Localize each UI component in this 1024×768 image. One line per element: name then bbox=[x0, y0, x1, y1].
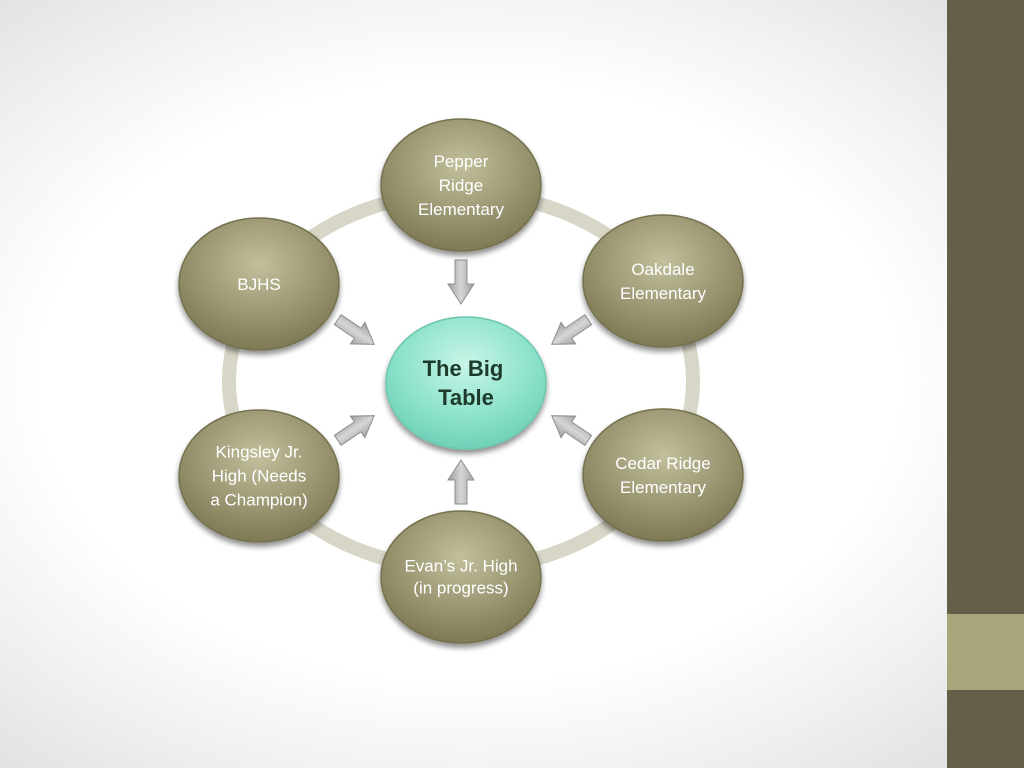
node-shape bbox=[380, 510, 542, 644]
arrow-kingsley bbox=[333, 415, 375, 446]
center-label-line: Table bbox=[438, 385, 494, 410]
center-node-the-big-table: The Big Table bbox=[385, 316, 547, 450]
arrow-oakdale bbox=[551, 314, 593, 345]
svg-text:BJHS: BJHS bbox=[237, 275, 280, 294]
node-shape bbox=[582, 408, 744, 542]
node-label-line: BJHS bbox=[237, 275, 280, 294]
node-label-line: Elementary bbox=[620, 284, 706, 303]
node-label-line: Oakdale bbox=[631, 260, 694, 279]
node-label-line: (in progress) bbox=[413, 578, 508, 597]
node-shape bbox=[178, 409, 340, 543]
node-label-line: Pepper bbox=[434, 152, 489, 171]
node-label-line: Ridge bbox=[439, 176, 483, 195]
arrow-cedar-ridge bbox=[551, 415, 593, 446]
node-shape bbox=[178, 217, 340, 351]
node-evans: Evan’s Jr. High (in progress) bbox=[380, 510, 542, 644]
node-kingsley: Kingsley Jr. High (Needs a Champion) bbox=[178, 409, 340, 543]
arrow-bjhs bbox=[333, 314, 375, 345]
center-label-line: The Big bbox=[423, 356, 504, 381]
node-label-line: Kingsley Jr. bbox=[216, 443, 303, 462]
node-label-line: Elementary bbox=[418, 200, 504, 219]
node-label-line: Evan’s Jr. High bbox=[404, 556, 517, 575]
arrow-pepper-ridge bbox=[447, 259, 475, 305]
node-shape bbox=[582, 214, 744, 348]
side-accent bbox=[947, 614, 1024, 690]
node-label-line: Elementary bbox=[620, 478, 706, 497]
node-label-line: High (Needs bbox=[212, 467, 307, 486]
node-label-line: Cedar Ridge bbox=[615, 454, 710, 473]
svg-text:The Big Table: The Big Table bbox=[423, 356, 510, 410]
arrow-evans bbox=[447, 459, 475, 505]
node-shape bbox=[380, 118, 542, 252]
svg-text:Evan’s Jr. High(in progress): Evan’s Jr. High (in progress) bbox=[404, 556, 517, 597]
node-label-line: a Champion) bbox=[210, 491, 307, 510]
node-bjhs: BJHS bbox=[178, 217, 340, 351]
